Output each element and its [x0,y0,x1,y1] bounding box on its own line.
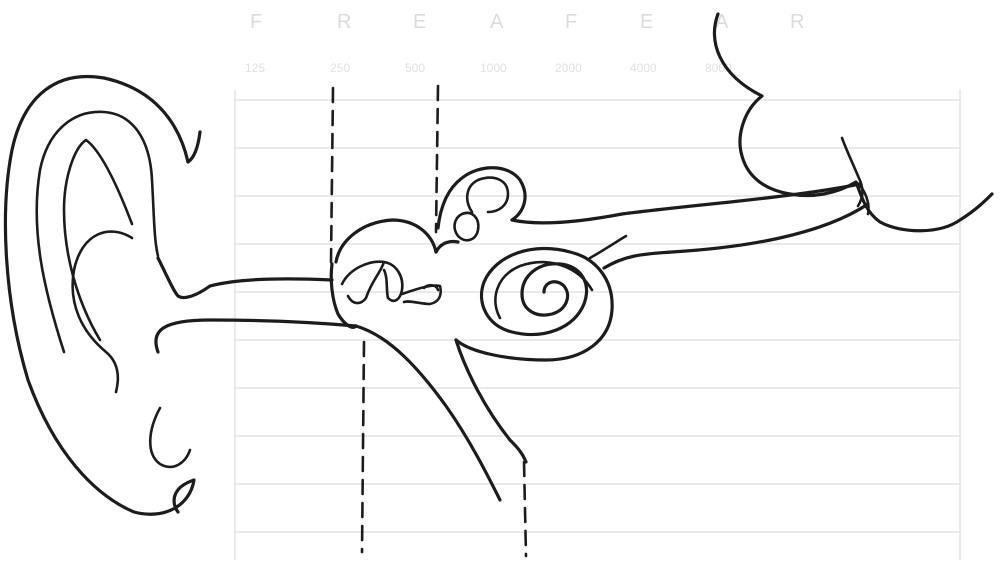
show-through-letter: A [490,11,504,33]
show-through-letter: R [337,11,351,33]
outer-ear [5,77,210,515]
dashed-divider-lines [331,86,526,556]
eustachian-tube [356,326,526,500]
pinna-outline [5,77,200,515]
tragus [158,258,210,298]
show-through-header-numbers: 125 250 500 1000 2000 4000 8000 [245,61,732,75]
malleus [342,262,384,303]
middle-inner-divider [436,86,438,232]
outer-middle-divider [331,88,333,262]
show-through-number: 125 [245,61,265,75]
lobule-curl [150,408,190,467]
ear-canal-upper-wall [210,279,332,286]
oval-window [424,285,438,290]
stapes [402,286,441,304]
semicircular-canal-loop [455,213,479,240]
show-through-number: 2000 [555,61,582,75]
auditory-nerve-upper [512,184,860,223]
cochlea-outer-spiral [456,249,612,360]
show-through-letter: R [790,11,804,33]
middle-inner-divider-lower [524,462,526,556]
auditory-nerve-lower [604,204,868,268]
helix-inner-fold [37,112,158,352]
show-through-number: 250 [330,61,350,75]
ear-canal [156,279,356,352]
outer-middle-divider-lower [362,342,364,552]
cochlear-nerve-branch [590,236,626,258]
concha-rim [73,232,132,392]
middle-ear-cavity [336,220,436,262]
show-through-audiogram: F R E A F E A R 125 250 500 1000 2000 40… [235,11,960,560]
semicircular-canal-inner [467,178,508,212]
show-through-number: 500 [405,61,425,75]
show-through-letter: E [640,11,653,33]
show-through-letter: F [565,11,577,33]
show-through-number: 1000 [480,61,507,75]
eardrum [331,264,356,327]
semicircular-canals [436,168,525,252]
show-through-header-letters: F R E A F E A R [250,11,804,33]
antihelix-fold [64,140,132,340]
cochlea [456,249,612,360]
ear-canal-lower-wall [156,320,356,352]
show-through-letter: F [250,11,262,33]
incus [384,262,402,301]
vestibule [436,241,458,252]
show-through-number: 4000 [630,61,657,75]
show-through-letter: E [413,11,426,33]
middle-ear [331,220,440,327]
